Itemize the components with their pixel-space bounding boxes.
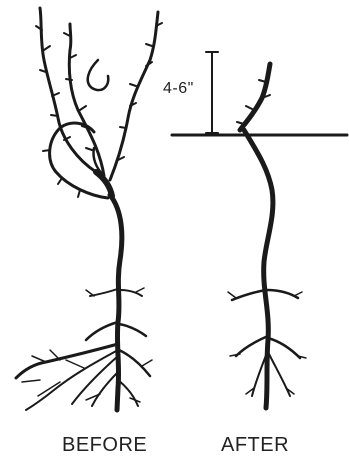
after-label: AFTER <box>221 434 289 457</box>
before-branch-loop <box>88 60 109 90</box>
before-roots <box>16 288 152 410</box>
before-seedling <box>16 8 162 410</box>
before-label: BEFORE <box>62 434 147 457</box>
measurement-label: 4-6" <box>163 80 194 98</box>
before-branch-right <box>110 12 158 180</box>
before-branch-left <box>40 8 96 172</box>
after-main-stem <box>244 130 273 408</box>
after-seedling <box>172 52 347 408</box>
